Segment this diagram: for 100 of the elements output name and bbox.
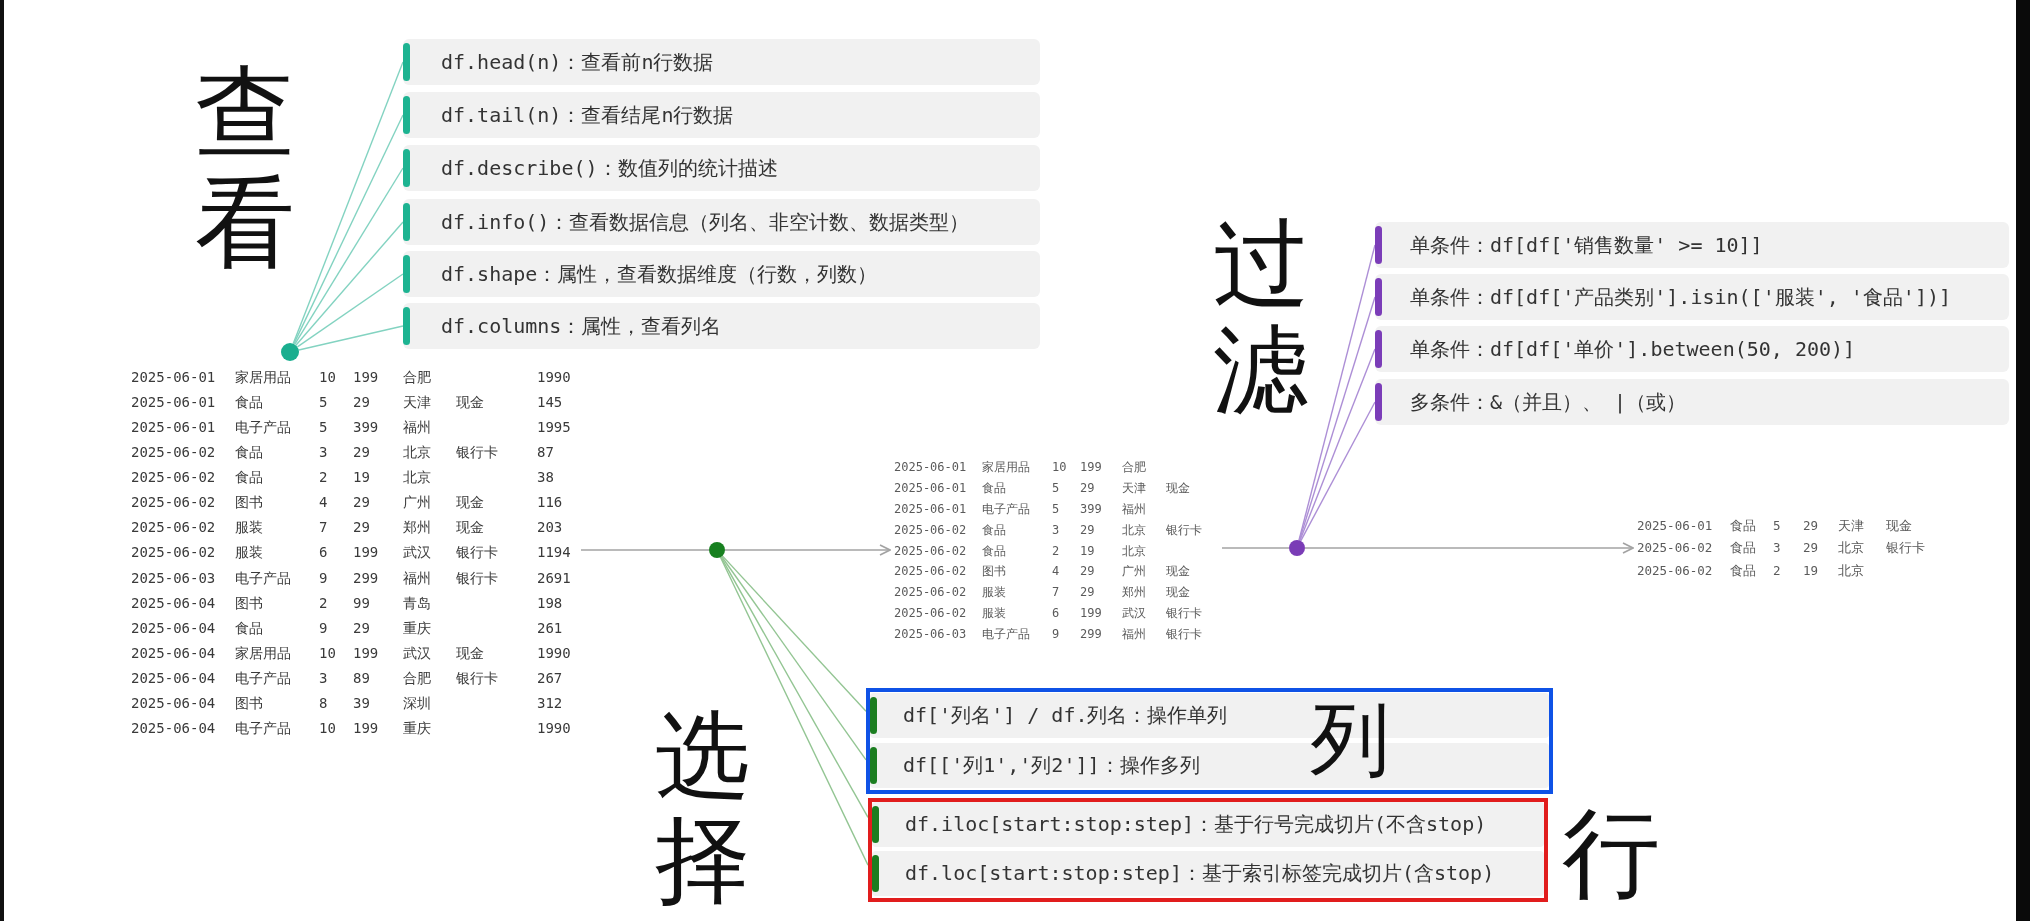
amount-number: 145 — [537, 395, 563, 410]
amount-number: 1194 — [537, 545, 571, 560]
category-text: 家居用品 — [982, 460, 1030, 473]
price-number: 29 — [353, 495, 370, 510]
date-text: 2025-06-01 — [894, 502, 967, 515]
payment-text: 银行卡 — [456, 445, 498, 460]
amount-number: 1990 — [537, 720, 571, 735]
city-text: 北京 — [1122, 544, 1146, 557]
city-text: 武汉 — [1122, 607, 1146, 620]
category-text: 服装 — [235, 520, 263, 535]
category-text: 图书 — [235, 495, 263, 510]
date-text: 2025-06-02 — [131, 545, 216, 560]
payment-text: 现金 — [456, 520, 484, 535]
payment-text: 银行卡 — [1166, 628, 1202, 641]
quantity-number: 2 — [319, 595, 328, 610]
city-text: 福州 — [1122, 628, 1146, 641]
price-number: 29 — [353, 395, 370, 410]
connector-line — [1300, 401, 1376, 542]
date-text: 2025-06-02 — [894, 544, 967, 557]
category-text: 服装 — [235, 545, 263, 560]
condition-card — [1375, 326, 2009, 372]
quantity-number: 3 — [319, 445, 328, 460]
price-number: 29 — [1080, 586, 1095, 599]
price-number: 199 — [353, 370, 379, 385]
amount-number: 1990 — [537, 645, 571, 660]
category-text: 食品 — [235, 395, 263, 410]
handwritten-label: 选择 — [655, 703, 750, 912]
quantity-number: 2 — [1773, 564, 1781, 578]
price-number: 29 — [353, 445, 370, 460]
date-text: 2025-06-04 — [131, 720, 216, 735]
condition-card — [1375, 379, 2009, 425]
connector-line — [720, 555, 867, 761]
method-card — [403, 39, 1040, 85]
city-text: 郑州 — [1122, 586, 1146, 599]
connector-line — [1299, 348, 1376, 542]
date-text: 2025-06-02 — [1637, 564, 1713, 578]
date-text: 2025-06-02 — [894, 523, 967, 536]
quantity-number: 3 — [1052, 523, 1060, 536]
date-text: 2025-06-04 — [131, 620, 216, 635]
connector-line — [1298, 244, 1376, 541]
connector-line — [293, 114, 404, 345]
arrow — [1304, 542, 1634, 554]
method-text: df.head(n)：查看前n行数据 — [441, 49, 715, 75]
handwritten-label: 过滤 — [1213, 212, 1309, 424]
date-text: 2025-06-02 — [1637, 542, 1713, 555]
date-text: 2025-06-04 — [131, 695, 216, 710]
method-card — [403, 303, 1040, 349]
amount-number: 38 — [537, 470, 554, 485]
payment-text: 银行卡 — [1166, 523, 1202, 536]
date-text: 2025-06-04 — [131, 670, 216, 685]
category-text: 食品 — [235, 620, 263, 635]
payment-text: 银行卡 — [456, 570, 498, 585]
quantity-number: 5 — [1052, 502, 1060, 515]
date-text: 2025-06-04 — [131, 595, 216, 610]
price-number: 39 — [353, 695, 370, 710]
condition-text: 单条件：df[df['产品类别'].isin(['服装', '食品'])] — [1410, 284, 1953, 310]
city-text: 武汉 — [403, 645, 431, 660]
quantity-number: 9 — [1052, 628, 1060, 641]
handwritten-label: 列 — [1310, 696, 1390, 784]
selection-text: df.loc[start:stop:step]：基于索引标签完成切片(含stop) — [905, 861, 1496, 886]
category-text: 电子产品 — [235, 720, 291, 735]
quantity-number: 9 — [319, 620, 328, 635]
amount-number: 312 — [537, 695, 563, 710]
amount-number: 261 — [537, 620, 563, 635]
quantity-number: 4 — [1052, 565, 1060, 578]
quantity-number: 5 — [319, 395, 328, 410]
date-text: 2025-06-02 — [131, 445, 216, 460]
amount-number: 116 — [537, 495, 563, 510]
quantity-number: 10 — [1052, 460, 1067, 473]
condition-text: 多条件：&（并且）、 |（或） — [1410, 389, 1688, 415]
payment-text: 银行卡 — [1166, 607, 1202, 620]
category-text: 电子产品 — [235, 570, 291, 585]
city-text: 北京 — [1838, 542, 1864, 555]
price-number: 29 — [1080, 523, 1095, 536]
city-text: 武汉 — [403, 545, 431, 560]
connector-line — [298, 325, 404, 351]
city-text: 北京 — [403, 445, 431, 460]
connector-line — [1298, 296, 1376, 542]
date-text: 2025-06-01 — [131, 420, 216, 435]
method-text: df.info()：查看数据信息（列名、非空计数、数据类型） — [441, 209, 971, 235]
price-number: 299 — [1080, 628, 1102, 641]
amount-number: 198 — [537, 595, 563, 610]
method-text: df.shape：属性，查看数据维度（行数，列数） — [441, 261, 879, 287]
price-number: 399 — [1080, 502, 1102, 515]
city-text: 北京 — [403, 470, 431, 485]
date-text: 2025-06-02 — [894, 565, 967, 578]
price-number: 399 — [353, 420, 379, 435]
price-number: 19 — [1080, 544, 1095, 557]
price-number: 89 — [353, 670, 370, 685]
category-text: 食品 — [235, 445, 263, 460]
city-text: 合肥 — [403, 670, 431, 685]
price-number: 199 — [1080, 607, 1102, 620]
category-text: 电子产品 — [235, 670, 291, 685]
payment-text: 现金 — [1886, 519, 1912, 533]
city-text: 重庆 — [403, 720, 431, 735]
connector-line — [294, 167, 404, 346]
price-number: 199 — [1080, 460, 1102, 473]
quantity-number: 7 — [319, 520, 328, 535]
date-text: 2025-06-03 — [131, 570, 216, 585]
city-text: 郑州 — [403, 520, 431, 535]
